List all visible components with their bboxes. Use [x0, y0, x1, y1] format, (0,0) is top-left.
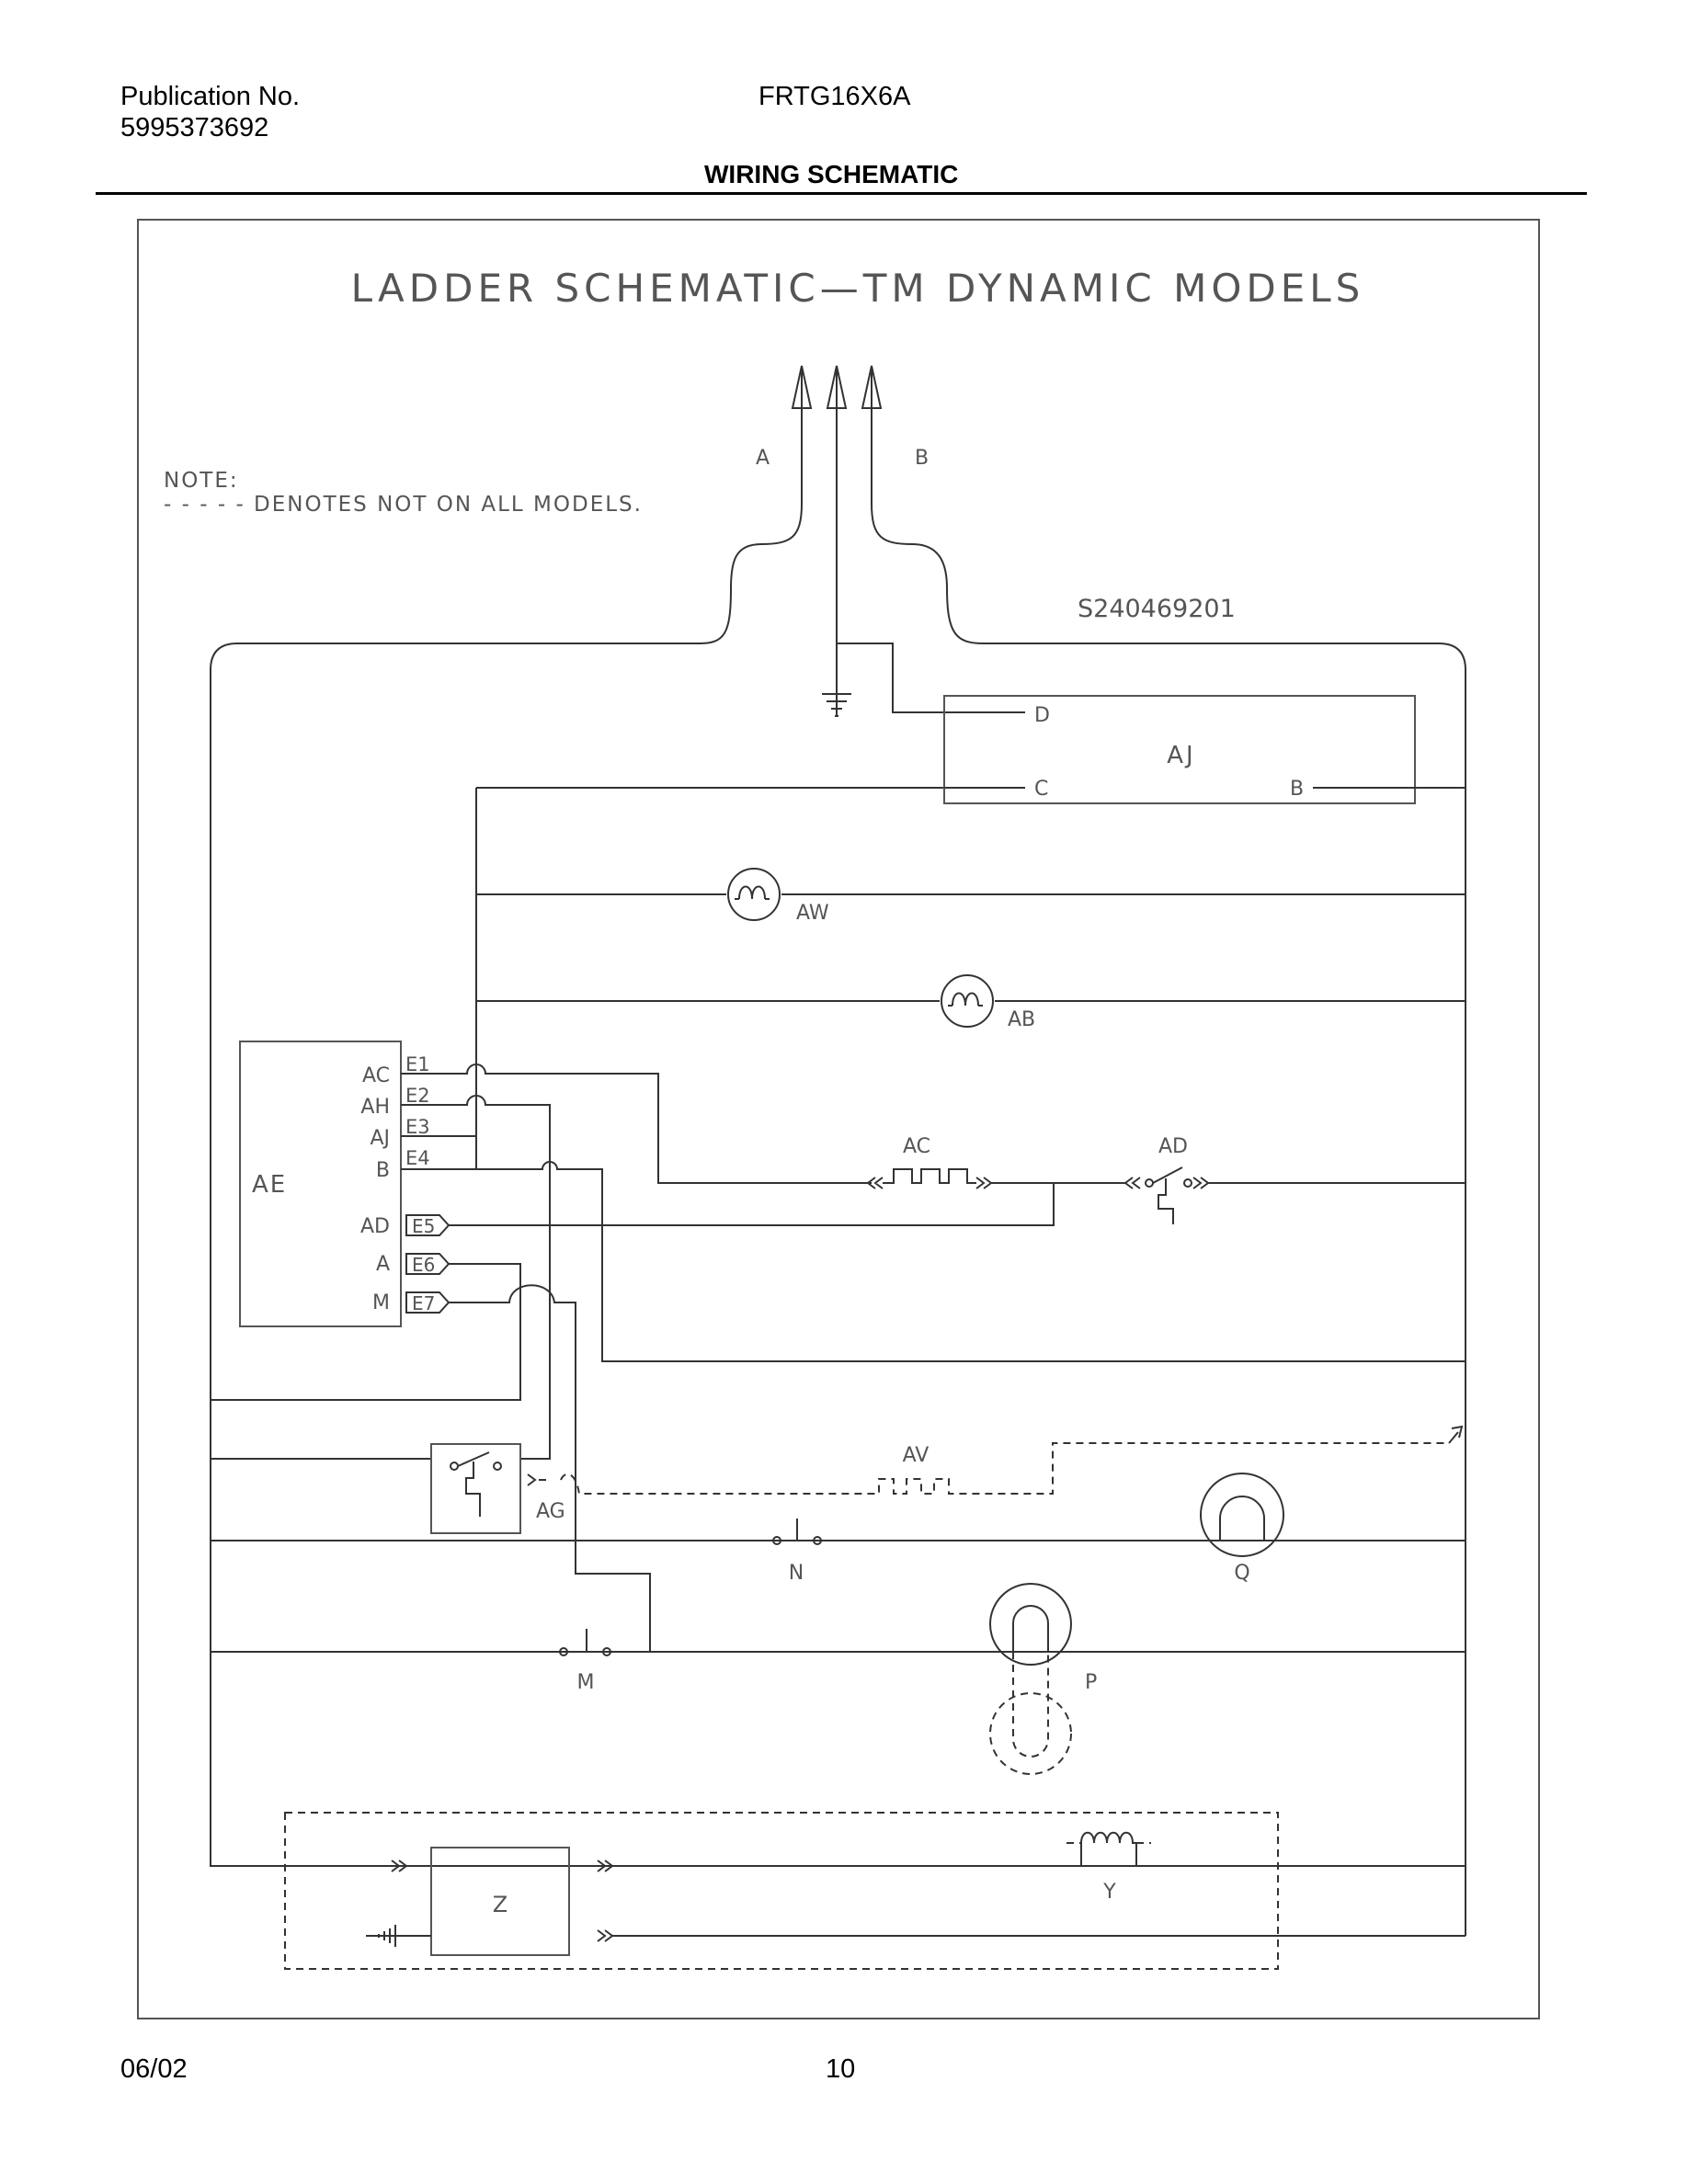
- ae-pin-ah: AH: [360, 1096, 390, 1119]
- heater-ac-icon: [861, 1168, 1054, 1189]
- lamp-ab-icon: [941, 974, 994, 1028]
- note-text: - - - - - DENOTES NOT ON ALL MODELS.: [164, 493, 643, 517]
- connector-tabs: [405, 1214, 451, 1314]
- ae-pin-b: B: [376, 1159, 390, 1182]
- lamp-aw-icon: [727, 868, 781, 921]
- publication-label: Publication No.: [120, 82, 301, 111]
- component-z-label: Z: [493, 1892, 508, 1917]
- component-ab-label: AB: [1008, 1008, 1035, 1031]
- overload-y-icon: [1066, 1831, 1151, 1867]
- aj-pin-d: D: [1034, 704, 1050, 727]
- aj-pin-c: C: [1034, 778, 1048, 801]
- supply-arrows: [791, 365, 883, 717]
- component-q-label: Q: [1234, 1562, 1249, 1585]
- switch-m-icon: [559, 1629, 611, 1656]
- section-title: WIRING SCHEMATIC: [704, 160, 959, 188]
- note-label: NOTE:: [164, 469, 239, 493]
- supply-label-a: A: [756, 447, 770, 470]
- compressor-section-dashed-box: [284, 1812, 1279, 1970]
- component-av-label: AV: [903, 1444, 930, 1467]
- ae-pin-m: M: [372, 1291, 390, 1314]
- compressor-wiring: [366, 1860, 1466, 1947]
- footer-page-number: 10: [826, 2054, 856, 2084]
- thermostat-ad-icon: [1054, 1166, 1466, 1224]
- terminal-e5: E5: [412, 1215, 435, 1237]
- component-aj-box: [943, 695, 1416, 804]
- aj-pin-b: B: [1290, 778, 1304, 801]
- terminal-e3: E3: [405, 1116, 430, 1138]
- component-ag-label: AG: [536, 1500, 565, 1523]
- supply-label-b: B: [915, 447, 929, 470]
- terminal-e2: E2: [405, 1085, 430, 1107]
- thermostat-ag-icon: [450, 1451, 502, 1517]
- component-z-box: [430, 1847, 570, 1956]
- ae-pin-a: A: [376, 1253, 390, 1276]
- footer-date: 06/02: [120, 2054, 188, 2084]
- component-m-label: M: [577, 1671, 595, 1694]
- ae-pin-ac: AC: [362, 1064, 390, 1087]
- motor-p-icon: [989, 1583, 1072, 1775]
- component-p-label: P: [1085, 1671, 1097, 1694]
- terminal-e7: E7: [412, 1292, 435, 1314]
- terminal-e6: E6: [412, 1254, 435, 1276]
- ae-pin-aj: AJ: [370, 1127, 390, 1150]
- publication-number: 5995373692: [120, 113, 269, 142]
- ae-pin-ad: AD: [360, 1215, 390, 1238]
- model-number: FRTG16X6A: [758, 82, 911, 111]
- heater-av-dashed-icon: [527, 1425, 1464, 1495]
- schematic-title: LADDER SCHEMATIC—TM DYNAMIC MODELS: [351, 266, 1365, 311]
- component-ad-label: AD: [1158, 1135, 1188, 1158]
- component-ag-box: [430, 1443, 521, 1534]
- main-wiring: [210, 503, 1466, 1936]
- component-n-label: N: [789, 1562, 804, 1585]
- terminal-e1: E1: [405, 1053, 430, 1075]
- component-ae-box: [239, 1041, 402, 1327]
- drawing-number: S240469201: [1078, 595, 1236, 623]
- component-aj-label: AJ: [1167, 742, 1195, 769]
- component-ae-label: AE: [252, 1171, 287, 1199]
- header-rule: [96, 192, 1587, 195]
- schematic-frame: [137, 219, 1540, 2019]
- motor-q-icon: [1200, 1473, 1284, 1557]
- component-aw-label: AW: [796, 902, 829, 925]
- component-ac-label: AC: [903, 1135, 930, 1158]
- component-y-label: Y: [1102, 1881, 1116, 1904]
- switch-n-icon: [772, 1519, 822, 1545]
- ae-wiring: [211, 1064, 1466, 1653]
- terminal-e4: E4: [405, 1147, 430, 1169]
